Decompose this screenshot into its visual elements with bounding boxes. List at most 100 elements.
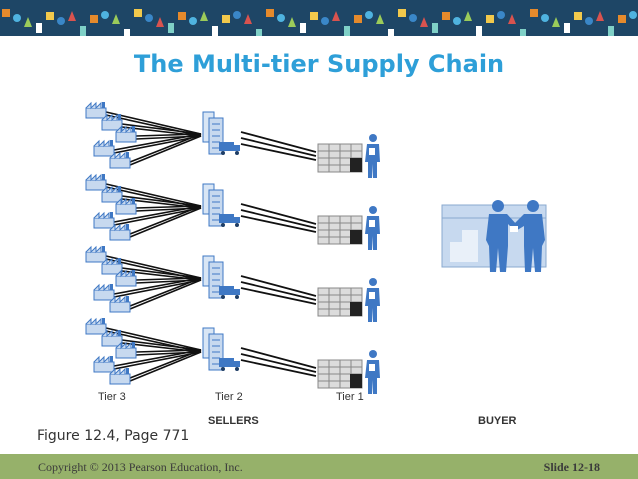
factory-icon (109, 367, 131, 385)
banner-pattern (0, 0, 638, 36)
warehouse-icon (317, 277, 381, 323)
banner-bar-icon (212, 26, 218, 36)
banner-square-icon (310, 12, 318, 20)
banner-circle-icon (585, 17, 593, 25)
warehouse-icon (317, 133, 381, 179)
office-building-icon (202, 183, 241, 228)
banner-square-icon (354, 15, 362, 23)
factory-icon (93, 139, 115, 157)
tier2-label: Tier 2 (215, 391, 243, 403)
banner-triangle-icon (508, 14, 516, 24)
banner-bar-icon (300, 23, 306, 33)
banner-square-icon (486, 15, 494, 23)
factory-icon (101, 329, 123, 347)
slide-number: Slide 12-18 (543, 460, 600, 474)
supply-row-2 (85, 173, 381, 251)
slide-title: The Multi-tier Supply Chain (133, 50, 505, 78)
banner-square-icon (134, 9, 142, 17)
banner-triangle-icon (24, 17, 32, 27)
banner-square-icon (2, 9, 10, 17)
factory-icon (115, 197, 137, 215)
banner-square-icon (222, 15, 230, 23)
sellers-label: SELLERS (208, 415, 259, 427)
banner-bar-icon (520, 29, 526, 36)
banner-triangle-icon (420, 17, 428, 27)
banner-square-icon (178, 12, 186, 20)
banner-circle-icon (233, 11, 241, 19)
banner-square-icon (398, 9, 406, 17)
banner-bar-icon (608, 26, 614, 36)
banner-circle-icon (497, 11, 505, 19)
factory-icon (115, 125, 137, 143)
banner-triangle-icon (288, 17, 296, 27)
handshake-icon (486, 200, 545, 272)
warehouse-icon (317, 349, 381, 395)
banner-circle-icon (57, 17, 65, 25)
banner-square-icon (442, 12, 450, 20)
supply-chain-diagram: Tier 3 Tier 2 Tier 1 SELLERS BUYER (85, 101, 547, 427)
factory-icon (115, 269, 137, 287)
tier1-label: Tier 1 (336, 391, 364, 403)
banner-square-icon (618, 15, 626, 23)
supply-row-4 (85, 317, 381, 395)
warehouse-icon (317, 205, 381, 251)
banner-circle-icon (365, 11, 373, 19)
factory-icon (93, 211, 115, 229)
banner-triangle-icon (376, 14, 384, 24)
banner-circle-icon (145, 14, 153, 22)
banner-triangle-icon (156, 17, 164, 27)
banner-triangle-icon (464, 11, 472, 21)
factory-icon (109, 151, 131, 169)
banner-bar-icon (476, 26, 482, 36)
banner-bar-icon (564, 23, 570, 33)
banner-square-icon (90, 15, 98, 23)
banner-circle-icon (13, 14, 21, 22)
banner-bar-icon (388, 29, 394, 36)
banner-bar-icon (168, 23, 174, 33)
factory-icon (101, 257, 123, 275)
figure-caption: Figure 12.4, Page 771 (37, 428, 190, 444)
banner-circle-icon (321, 17, 329, 25)
factory-icon (93, 355, 115, 373)
banner-circle-icon (189, 17, 197, 25)
office-building-icon (202, 327, 241, 372)
tier3-label: Tier 3 (98, 391, 126, 403)
factory-icon (85, 173, 107, 191)
banner-triangle-icon (552, 17, 560, 27)
banner-bar-icon (344, 26, 350, 36)
banner-bar-icon (124, 29, 130, 36)
factory-icon (85, 317, 107, 335)
copyright-text: Copyright © 2013 Pearson Education, Inc. (38, 460, 243, 474)
banner-triangle-icon (68, 11, 76, 21)
banner-square-icon (574, 12, 582, 20)
banner-square-icon (266, 9, 274, 17)
banner-circle-icon (629, 11, 637, 19)
banner-circle-icon (541, 14, 549, 22)
buyer-group (441, 200, 547, 272)
banner-circle-icon (453, 17, 461, 25)
banner-circle-icon (101, 11, 109, 19)
factory-icon (101, 185, 123, 203)
supply-row-3 (85, 245, 381, 323)
banner-circle-icon (409, 14, 417, 22)
factory-icon (109, 295, 131, 313)
factory-icon (101, 113, 123, 131)
banner-square-icon (46, 12, 54, 20)
banner-triangle-icon (200, 11, 208, 21)
banner-triangle-icon (596, 11, 604, 21)
factory-icon (85, 245, 107, 263)
footer-bar: Copyright © 2013 Pearson Education, Inc.… (0, 454, 638, 479)
decorative-icon-banner (0, 0, 638, 36)
banner-triangle-icon (112, 14, 120, 24)
supply-row-1 (85, 101, 381, 179)
banner-triangle-icon (332, 11, 340, 21)
factory-icon (109, 223, 131, 241)
banner-bar-icon (432, 23, 438, 33)
office-building-icon (202, 255, 241, 300)
banner-square-icon (530, 9, 538, 17)
banner-bar-icon (256, 29, 262, 36)
banner-circle-icon (277, 14, 285, 22)
banner-triangle-icon (244, 14, 252, 24)
factory-icon (93, 283, 115, 301)
banner-bar-icon (80, 26, 86, 36)
